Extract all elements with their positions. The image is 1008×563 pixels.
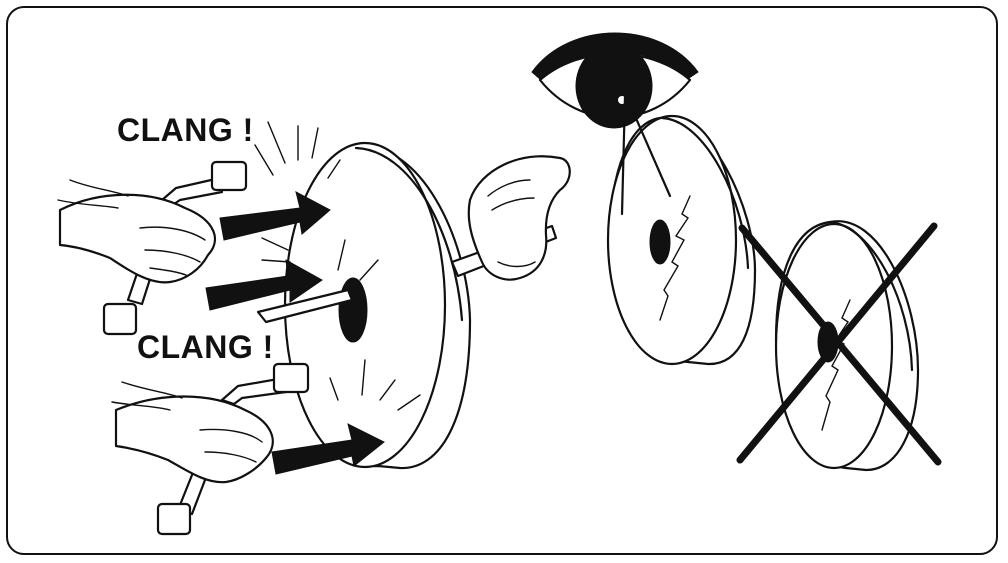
rejected-cracked-wheel-icon — [776, 221, 918, 470]
clang-label-top: CLANG ! — [117, 114, 254, 146]
inspected-wheel-icon — [608, 96, 755, 364]
hand-holding-rod-icon — [452, 156, 570, 279]
clang-label-bottom: CLANG ! — [137, 331, 274, 363]
hammer-hand-bottom-icon — [112, 364, 308, 534]
eye-icon — [532, 33, 698, 128]
